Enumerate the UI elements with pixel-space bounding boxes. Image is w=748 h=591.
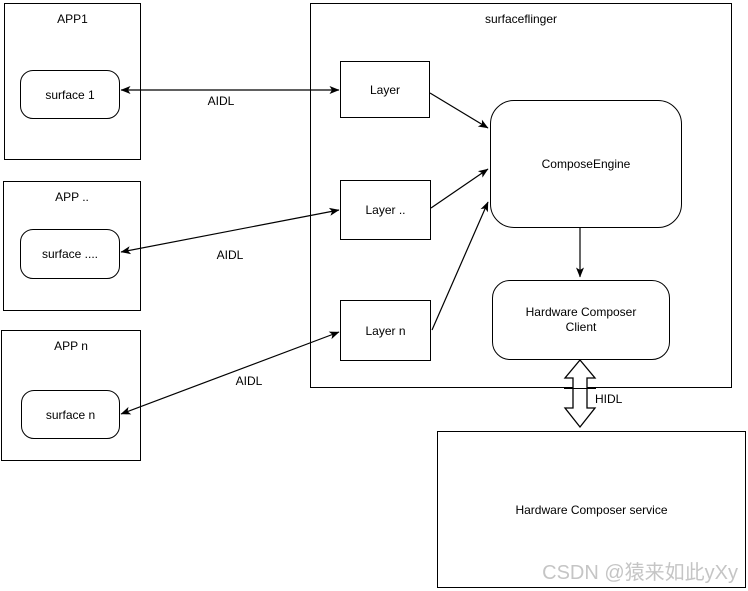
hwc-service-label: Hardware Composer service [515, 502, 668, 517]
surface3-node: surface n [21, 390, 120, 439]
layer3-label: Layer n [365, 323, 406, 338]
surface1-label: surface 1 [45, 87, 95, 102]
app1-label: APP1 [57, 12, 88, 26]
surface2-node: surface .... [20, 229, 120, 279]
app2-label: APP .. [55, 190, 89, 204]
surface2-label: surface .... [41, 247, 99, 261]
layer1-node: Layer [340, 61, 430, 118]
layer1-label: Layer [369, 82, 401, 97]
layer2-label: Layer .. [365, 203, 406, 217]
aidl-arrow-3 [120, 331, 340, 415]
aidl-arrow-2 [120, 207, 340, 255]
surface1-node: surface 1 [20, 70, 120, 119]
surface3-label: surface n [45, 407, 96, 422]
app3-label: APP n [54, 339, 88, 353]
surfaceflinger-label: surfaceflinger [484, 12, 558, 26]
hwc-client-label: Hardware Composer Client [525, 305, 637, 334]
layer2-node: Layer .. [340, 180, 431, 240]
compose-engine-node: ComposeEngine [490, 100, 682, 228]
aidl-label-1: AIDL [207, 94, 235, 108]
aidl-label-3: AIDL [235, 374, 263, 388]
compose-engine-label: ComposeEngine [541, 157, 631, 171]
hidl-label: HIDL [595, 392, 623, 406]
hwc-client-node: Hardware Composer Client [492, 280, 670, 360]
layer3-node: Layer n [340, 300, 431, 361]
watermark: CSDN @猿来如此yXy [542, 562, 738, 584]
hwc-service-node: Hardware Composer service [437, 431, 746, 588]
aidl-label-2: AIDL [216, 248, 244, 262]
